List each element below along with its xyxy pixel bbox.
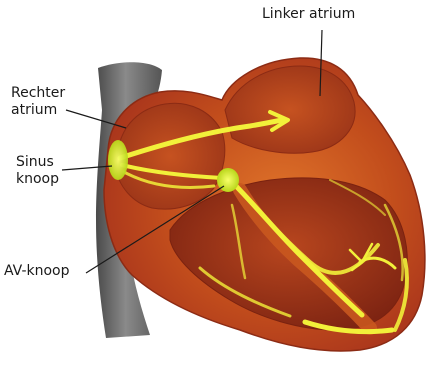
label-rechter-atrium: Rechter atrium — [11, 85, 65, 119]
label-av-knoop: AV-knoop — [4, 263, 70, 280]
label-linker-atrium: Linker atrium — [262, 6, 355, 23]
sinus-node — [108, 140, 128, 180]
label-sinus-knoop: Sinus knoop — [16, 154, 59, 188]
